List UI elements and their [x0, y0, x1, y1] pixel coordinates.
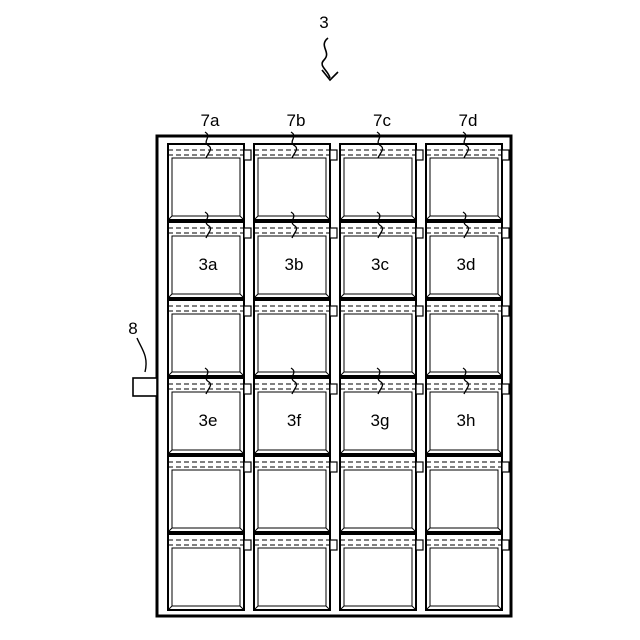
cell-label: 3h — [457, 411, 476, 430]
cell-side-tab — [416, 228, 423, 238]
cell-inner — [172, 470, 240, 528]
cell-side-tab — [502, 384, 509, 394]
cell — [426, 456, 509, 532]
cell-side-tab — [502, 150, 509, 160]
side-component-leader — [137, 338, 146, 372]
cell — [168, 144, 251, 220]
cell-side-tab — [244, 306, 251, 316]
cell-inner — [344, 548, 412, 606]
cell-inner — [430, 314, 498, 372]
cell — [168, 456, 251, 532]
cell-side-tab — [330, 384, 337, 394]
cell-side-tab — [502, 540, 509, 550]
cell-side-tab — [244, 384, 251, 394]
cell — [426, 300, 509, 376]
cell-side-tab — [244, 150, 251, 160]
cell-label: 3e — [199, 411, 218, 430]
column-label: 7c — [373, 111, 391, 130]
cell-side-tab — [330, 462, 337, 472]
cell-inner — [172, 548, 240, 606]
cell-inner — [258, 470, 326, 528]
cell-side-tab — [416, 150, 423, 160]
column-label: 7d — [459, 111, 478, 130]
cell-label: 3c — [371, 255, 389, 274]
cell-side-tab — [502, 306, 509, 316]
cell-inner — [344, 314, 412, 372]
cell — [426, 534, 509, 610]
cell-grid — [168, 144, 509, 610]
cell — [426, 144, 509, 220]
cell — [340, 534, 423, 610]
cell — [254, 300, 337, 376]
cell-label: 3f — [287, 411, 301, 430]
cell — [168, 300, 251, 376]
cell — [254, 456, 337, 532]
cell — [340, 456, 423, 532]
cell-side-tab — [244, 228, 251, 238]
cell-side-tab — [244, 540, 251, 550]
cell — [168, 534, 251, 610]
cell-side-tab — [416, 384, 423, 394]
cell — [340, 144, 423, 220]
cell — [254, 534, 337, 610]
cell-inner — [258, 548, 326, 606]
cell-label: 3d — [457, 255, 476, 274]
cell-side-tab — [330, 150, 337, 160]
cell-side-tab — [502, 228, 509, 238]
figure-reference-numeral: 3 — [319, 13, 328, 32]
side-component-label: 8 — [128, 319, 137, 338]
column-label: 7a — [201, 111, 220, 130]
cell-side-tab — [416, 540, 423, 550]
cell-inner — [430, 158, 498, 216]
cell-inner — [430, 470, 498, 528]
cell — [254, 144, 337, 220]
reference-arrowhead — [322, 70, 338, 80]
cell — [340, 300, 423, 376]
cell-inner — [172, 158, 240, 216]
cell-side-tab — [502, 462, 509, 472]
cell-side-tab — [330, 306, 337, 316]
cell-side-tab — [330, 228, 337, 238]
cell-side-tab — [416, 462, 423, 472]
cell-label: 3a — [199, 255, 218, 274]
cell-inner — [258, 158, 326, 216]
cell-side-tab — [244, 462, 251, 472]
cell-inner — [344, 158, 412, 216]
cell-label: 3g — [371, 411, 390, 430]
cell-inner — [430, 548, 498, 606]
column-label: 7b — [287, 111, 306, 130]
cell-inner — [344, 470, 412, 528]
side-component-box — [133, 378, 157, 396]
cell-inner — [172, 314, 240, 372]
cell-label: 3b — [285, 255, 304, 274]
cell-side-tab — [330, 540, 337, 550]
cell-inner — [258, 314, 326, 372]
cell-side-tab — [416, 306, 423, 316]
